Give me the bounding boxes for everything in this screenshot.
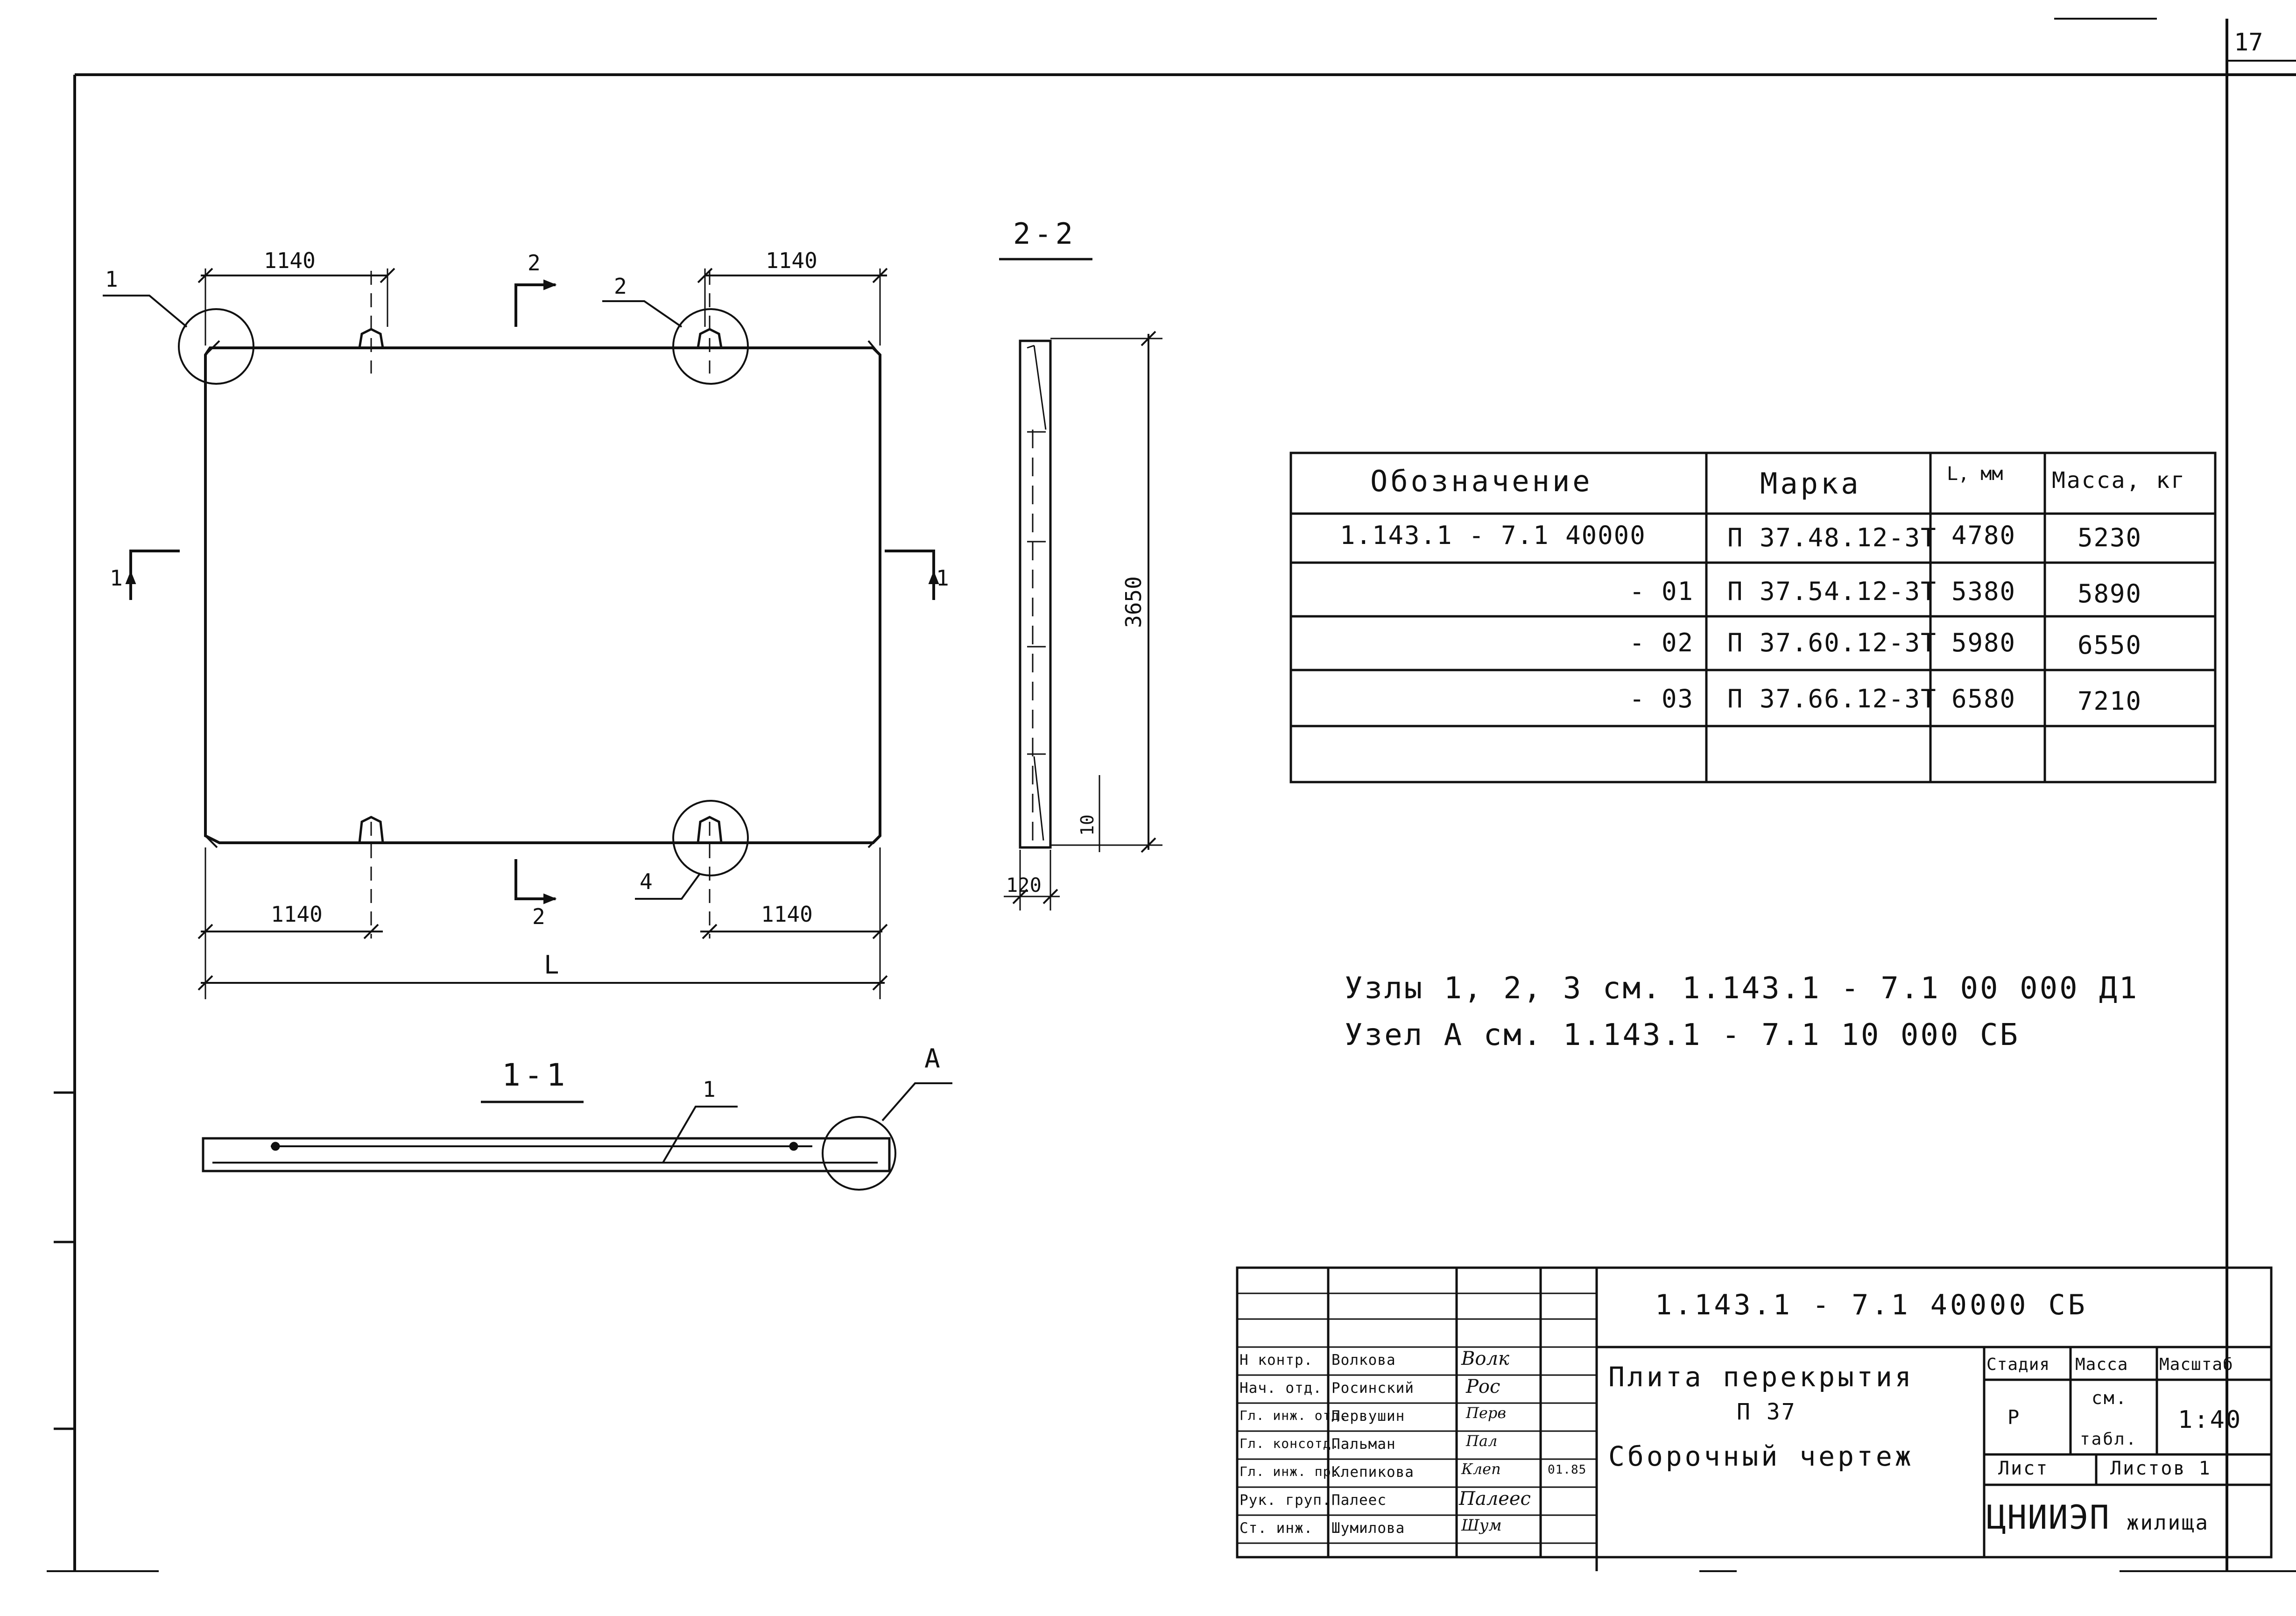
section-mark-2-top: 2 [528, 250, 541, 275]
section-2-2-title: 2-2 [1013, 217, 1077, 251]
staff-role: Гл. инж. отд. [1240, 1408, 1348, 1423]
spec-row-2-mark: П 37.54.12-3Т [1727, 577, 1937, 606]
spec-row-3-mark: П 37.60.12-3Т [1727, 628, 1937, 657]
staff-signature: Клеп [1461, 1460, 1501, 1478]
section-mark-1-right: 1 [936, 565, 949, 591]
dim-bottom-left: 1140 [271, 902, 323, 927]
section-1-1 [202, 1082, 952, 1191]
tb-stage-header: Стадия [1986, 1355, 2050, 1374]
staff-role: Н контр. [1240, 1352, 1313, 1369]
staff-signature: Пал [1466, 1432, 1498, 1450]
staff-signature: Волк [1461, 1348, 1509, 1369]
staff-signature: Палеес [1459, 1488, 1531, 1510]
staff-name: Палеес [1331, 1492, 1387, 1509]
spec-row-1-mass: 5230 [2078, 523, 2142, 552]
tb-mass-value-1: см. [2092, 1388, 2128, 1408]
spec-header-mass: Масса, кг [2052, 467, 2186, 494]
staff-name: Первушин [1331, 1408, 1405, 1425]
spec-table-grid [1289, 452, 2217, 783]
note-node-a: Узел А см. 1.143.1 - 7.1 10 000 СБ [1345, 1018, 2020, 1052]
spec-header-designation: Обозначение [1370, 464, 1593, 498]
sheet-number: 17 [2234, 28, 2263, 56]
spec-row-1-mark: П 37.48.12-3Т [1727, 523, 1937, 552]
tb-sheet-label: Лист [1998, 1458, 2049, 1479]
staff-name: Волкова [1331, 1352, 1396, 1369]
section-mark-1-left: 1 [110, 565, 123, 591]
tb-title-line2: П 37 [1737, 1399, 1796, 1425]
spec-row-2-designation: - 01 [1629, 577, 1694, 606]
staff-signature: Рос [1466, 1376, 1500, 1397]
spec-row-4-designation: - 03 [1629, 684, 1694, 713]
node-circle-1 [178, 308, 254, 385]
spec-row-4-mass: 7210 [2078, 686, 2142, 716]
node-circle-2 [672, 308, 749, 385]
node-circle-4 [672, 800, 749, 876]
spec-row-2-length: 5380 [1951, 577, 2016, 606]
tb-title-line1: Плита перекрытия [1608, 1361, 1914, 1393]
spec-row-3-mass: 6550 [2078, 630, 2142, 660]
dim-bottom-right: 1140 [761, 902, 813, 927]
callout-2: 2 [614, 274, 627, 299]
section-1-1-title: 1-1 [502, 1057, 569, 1093]
staff-name: Пальман [1331, 1436, 1396, 1453]
section-2-2-dim-120: 120 [1006, 874, 1042, 896]
tb-doc-code: 1.143.1 - 7.1 40000 СБ [1655, 1289, 2088, 1321]
callout-1: 1 [105, 267, 118, 292]
spec-header-mark: Марка [1760, 466, 1861, 501]
node-a-label: А [924, 1044, 940, 1074]
section-2-2-dim-10: 10 [1077, 814, 1098, 836]
tb-mass-header: Масса [2075, 1355, 2128, 1374]
plan-view [103, 268, 939, 999]
staff-name: Росинский [1331, 1380, 1414, 1397]
tb-org: ЦНИИЭП [1986, 1498, 2110, 1537]
spec-row-4-mark: П 37.66.12-3Т [1727, 684, 1937, 713]
spec-row-3-length: 5980 [1951, 628, 2016, 657]
tb-scale-header: Масштаб [2159, 1355, 2233, 1374]
tb-date: 01.85 [1548, 1463, 1587, 1477]
tb-title-line3: Сборочный чертеж [1608, 1440, 1914, 1472]
staff-role: Гл. консотд. [1240, 1436, 1340, 1451]
node-circle-a [822, 1116, 896, 1191]
tb-scale-value: 1:40 [2178, 1406, 2242, 1434]
section-mark-2-bottom: 2 [532, 904, 545, 929]
tb-mass-value-2: табл. [2080, 1430, 2138, 1449]
staff-name: Клепикова [1331, 1464, 1414, 1481]
dim-top-left: 1140 [264, 248, 316, 273]
staff-role: Гл. инж. пр. [1240, 1464, 1340, 1479]
callout-4: 4 [640, 869, 653, 894]
spec-row-3-designation: - 02 [1629, 628, 1694, 657]
spec-row-2-mass: 5890 [2078, 579, 2142, 608]
staff-signature: Шум [1461, 1516, 1502, 1535]
spec-row-4-length: 6580 [1951, 684, 2016, 713]
title-block-grid [1236, 1266, 2273, 1571]
staff-signature: Перв [1466, 1404, 1506, 1422]
tb-org-suffix: жилища [2127, 1511, 2209, 1535]
note-nodes-123: Узлы 1, 2, 3 см. 1.143.1 - 7.1 00 000 Д1 [1345, 971, 2139, 1006]
spec-row-1-length: 4780 [1951, 521, 2016, 550]
sheet-frame [47, 18, 2296, 1572]
staff-name: Шумилова [1331, 1520, 1405, 1537]
staff-role: Ст. инж. [1240, 1520, 1313, 1537]
staff-role: Рук. груп. [1240, 1492, 1331, 1509]
section-2-2 [999, 258, 1162, 910]
section-1-1-callout: 1 [703, 1077, 716, 1102]
tb-sheets-label: Листов 1 [2110, 1458, 2211, 1479]
spec-header-length: L, мм [1947, 463, 2003, 485]
section-2-2-height: 3650 [1121, 576, 1146, 628]
dim-overall-l: L [544, 950, 559, 980]
dim-top-right: 1140 [766, 248, 817, 273]
tb-stage-value: Р [2007, 1406, 2021, 1429]
staff-role: Нач. отд. [1240, 1380, 1322, 1397]
spec-row-1-designation: 1.143.1 - 7.1 40000 [1340, 521, 1646, 550]
